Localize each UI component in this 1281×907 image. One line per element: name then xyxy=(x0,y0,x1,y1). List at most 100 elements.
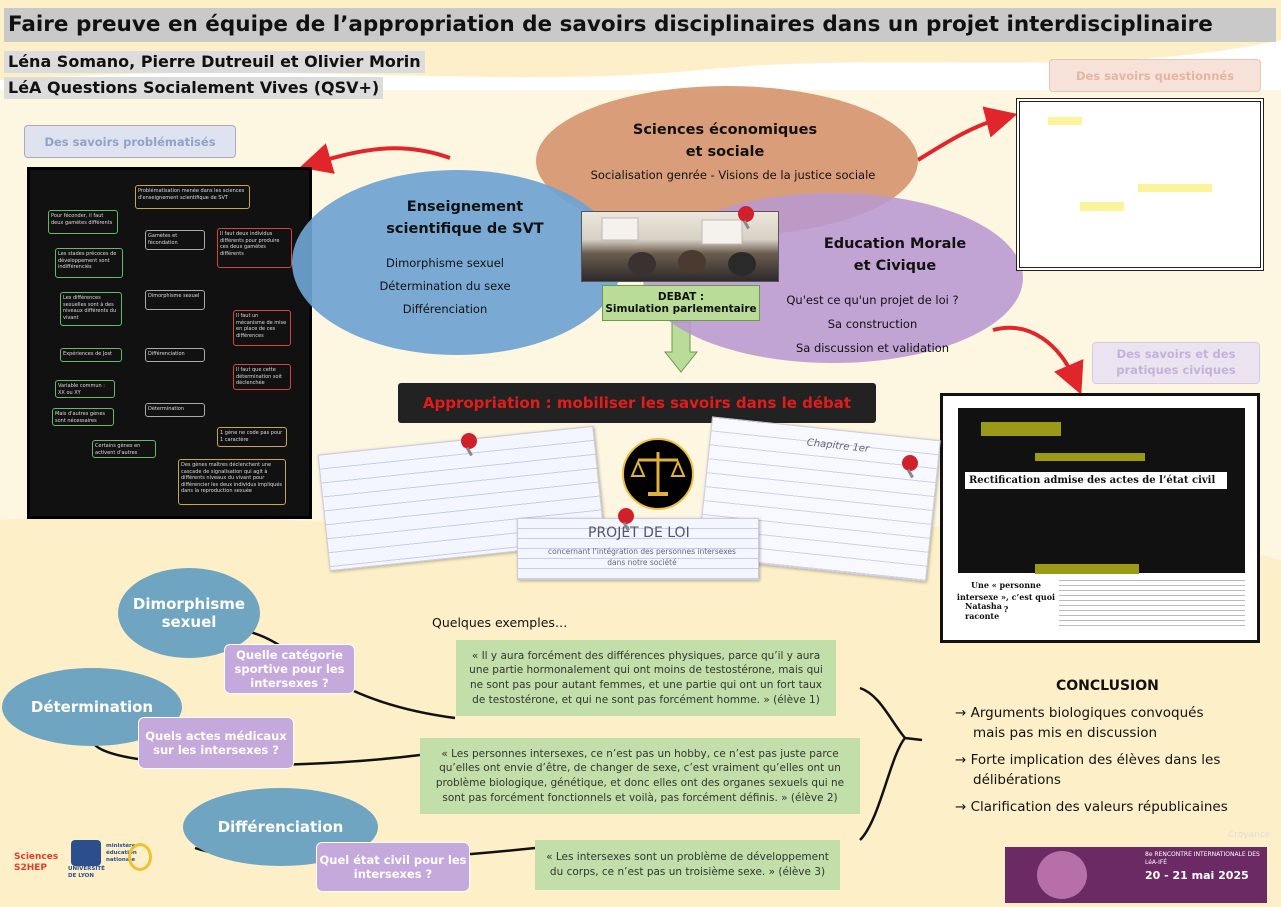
debat-line2: Simulation parlementaire xyxy=(605,303,757,315)
mindmap-node-gametes: Gamètes et fécondation xyxy=(145,230,205,250)
s2hep-logo: Sciences S2HEP xyxy=(14,852,59,873)
conclusion-title: CONCLUSION xyxy=(1056,678,1159,694)
conclusion-item: → Arguments biologiques convoqués mais p… xyxy=(955,704,1265,743)
document-bar xyxy=(981,422,1061,436)
note-loi-title: PROJET DE LOI xyxy=(588,525,690,541)
svt-title-line2: scientifique de SVT xyxy=(386,221,544,237)
handwritten-note-2: PROJET DE LOI concernant l'intégration d… xyxy=(517,518,759,580)
note-loi-sub: concernant l'intégration des personnes i… xyxy=(548,547,736,567)
eco-title-line2: et sociale xyxy=(685,144,765,160)
conclusion-list: → Arguments biologiques convoqués mais p… xyxy=(955,704,1265,818)
classroom-photo-illustration xyxy=(601,217,756,276)
tag-savoirs-civiques: Des savoirs et des pratiques civiques xyxy=(1092,342,1260,384)
document-text-lines xyxy=(1059,580,1245,628)
debat-line1: DEBAT : xyxy=(657,291,705,303)
event-banner: 8e RENCONTRE INTERNATIONALE DES LéA-IFÉ … xyxy=(1005,847,1267,903)
conclusion-item-line: mais pas mis en discussion xyxy=(973,724,1158,741)
pushpin-icon xyxy=(738,206,754,230)
questionnes-document xyxy=(1016,98,1264,271)
arrow-to-questionnes xyxy=(916,106,1018,162)
ministere-logo: ministère éducation nationale xyxy=(106,843,137,863)
emc-title-line2: et Civique xyxy=(853,258,937,274)
emc-item: Qu'est ce qu'un projet de loi ? xyxy=(786,293,959,307)
mindmap-panel: Problématisation menée dans les sciences… xyxy=(27,167,312,519)
document-bar xyxy=(1035,453,1145,461)
justice-scale-icon xyxy=(622,438,694,510)
appropriation-banner: Appropriation : mobiliser les savoirs da… xyxy=(398,383,876,423)
udl-logo-icon xyxy=(71,840,101,866)
event-line1: 8e RENCONTRE INTERNATIONALE DES LéA-IFÉ xyxy=(1145,851,1260,866)
lea-label: LéA Questions Socialement Vives (QSV+) xyxy=(4,77,384,99)
document-sub2: Natasha raconte xyxy=(965,601,1002,621)
document-headline: Rectification admise des actes de l’état… xyxy=(965,472,1227,489)
event-photo xyxy=(1037,851,1087,899)
document-bar xyxy=(1035,564,1139,574)
conclusion-item-line: → Arguments biologiques convoqués xyxy=(955,705,1204,721)
document-sub1: Une « personne intersexe », c’est quoi ? xyxy=(956,580,1056,614)
conclusion-item: → Clarification des valeurs républicaine… xyxy=(955,798,1265,818)
croyance-label: Croyance xyxy=(1228,830,1271,840)
pushpin-icon xyxy=(461,433,477,457)
eco-title: Sciences économiques et sociale xyxy=(600,119,850,163)
highlight-mark xyxy=(1138,184,1212,192)
mindmap-right-note: Il faut un mécanisme de mise en place de… xyxy=(233,310,291,346)
mindmap-node-determination: Détermination xyxy=(145,403,205,417)
mindmap-left-note: Variable commun : XX ou XY xyxy=(55,380,115,398)
mindmap-right-note: Des gènes maîtres déclenchent une cascad… xyxy=(178,459,286,505)
emc-item: Sa discussion et validation xyxy=(795,341,950,355)
quote-3: « Les intersexes sont un problème de dév… xyxy=(535,840,840,890)
tag-savoirs-questionnes: Des savoirs questionnés xyxy=(1049,59,1261,92)
mindmap-left-note: Certains gènes en activent d'autres xyxy=(92,440,156,458)
svt-item: Détermination du sexe xyxy=(379,279,511,293)
pushpin-icon xyxy=(618,508,634,532)
debat-box: DEBAT : Simulation parlementaire xyxy=(602,285,760,321)
civique-document: Rectification admise des actes de l’état… xyxy=(940,393,1260,643)
svt-item: Différenciation xyxy=(402,302,488,316)
emc-title-line1: Education Morale xyxy=(823,236,967,252)
mindmap-left-note: Pour féconder, il faut deux gamètes diff… xyxy=(48,210,118,234)
mindmap-node-dimorphisme: Dimorphisme sexuel xyxy=(145,290,205,310)
arrow-to-civiques xyxy=(992,325,1084,395)
mindmap-left-note: Les différences sexuelles sont à des niv… xyxy=(60,292,122,326)
arrow-to-problematises xyxy=(299,143,451,174)
poster-title: Faire preuve en équipe de l’appropriatio… xyxy=(4,8,1276,42)
mindmap-right-note: 1 gène ne code pas pour 1 caractère xyxy=(217,427,287,447)
question-etat-civil: Quel état civil pour les intersexes ? xyxy=(316,842,470,892)
eco-title-line1: Sciences économiques xyxy=(632,122,818,138)
mindmap-node-differenciation: Différenciation xyxy=(145,348,205,362)
bubble-determination: Détermination xyxy=(2,668,182,746)
emc-item: Sa construction xyxy=(827,317,918,331)
question-medical: Quels actes médicaux sur les intersexes … xyxy=(138,717,294,769)
quote-2: « Les personnes intersexes, ce n’est pas… xyxy=(420,738,860,814)
examples-label: Quelques exemples… xyxy=(432,615,568,630)
conclusion-item-line: délibérations xyxy=(973,771,1061,788)
highlight-mark xyxy=(1048,117,1082,125)
svt-title: Enseignement scientifique de SVT xyxy=(375,196,555,240)
svt-item: Dimorphisme sexuel xyxy=(386,256,504,270)
note-chapitre: Chapitre 1er xyxy=(806,437,870,455)
eco-text: Socialisation genrée - Visions de la jus… xyxy=(590,168,876,182)
conclusion-item: → Forte implication des élèves dans les … xyxy=(955,751,1265,790)
udl-logo: UNIVERSITÉ DE LYON xyxy=(68,866,105,879)
tag-savoirs-problematises: Des savoirs problématisés xyxy=(24,125,236,158)
conclusion-item-line: → Forte implication des élèves dans les xyxy=(955,752,1221,769)
emc-title: Education Morale et Civique xyxy=(820,233,970,277)
emc-items: Qu'est ce qu'un projet de loi ? Sa const… xyxy=(775,288,970,360)
svt-title-line1: Enseignement xyxy=(406,199,524,215)
highlight-mark xyxy=(1080,202,1124,211)
e-logo-icon xyxy=(128,843,152,871)
question-sport: Quelle catégorie sportive pour les inter… xyxy=(224,644,355,694)
mindmap-root: Problématisation menée dans les sciences… xyxy=(135,185,250,209)
mindmap-left-note: Mais d'autres gènes sont nécessaires xyxy=(52,408,114,426)
mindmap-right-note: Il faut deux individus différents pour p… xyxy=(217,228,292,268)
event-line2: 20 - 21 mai 2025 xyxy=(1145,869,1249,882)
bubble-dimorphisme: Dimorphisme sexuel xyxy=(118,568,260,658)
pushpin-icon xyxy=(902,455,918,479)
mindmap-left-note: Expériences de Jost xyxy=(60,348,122,362)
quote-1: « Il y aura forcément des différences ph… xyxy=(456,640,836,716)
svt-items: Dimorphisme sexuel Détermination du sexe… xyxy=(370,252,520,321)
authors: Léna Somano, Pierre Dutreuil et Olivier … xyxy=(4,51,425,73)
mindmap-left-note: Les stades précoces de développement son… xyxy=(55,248,123,278)
mindmap-right-note: Il faut que cette détermination soit déc… xyxy=(233,364,291,390)
conclusion-item-line: → Clarification des valeurs républicaine… xyxy=(955,799,1228,816)
